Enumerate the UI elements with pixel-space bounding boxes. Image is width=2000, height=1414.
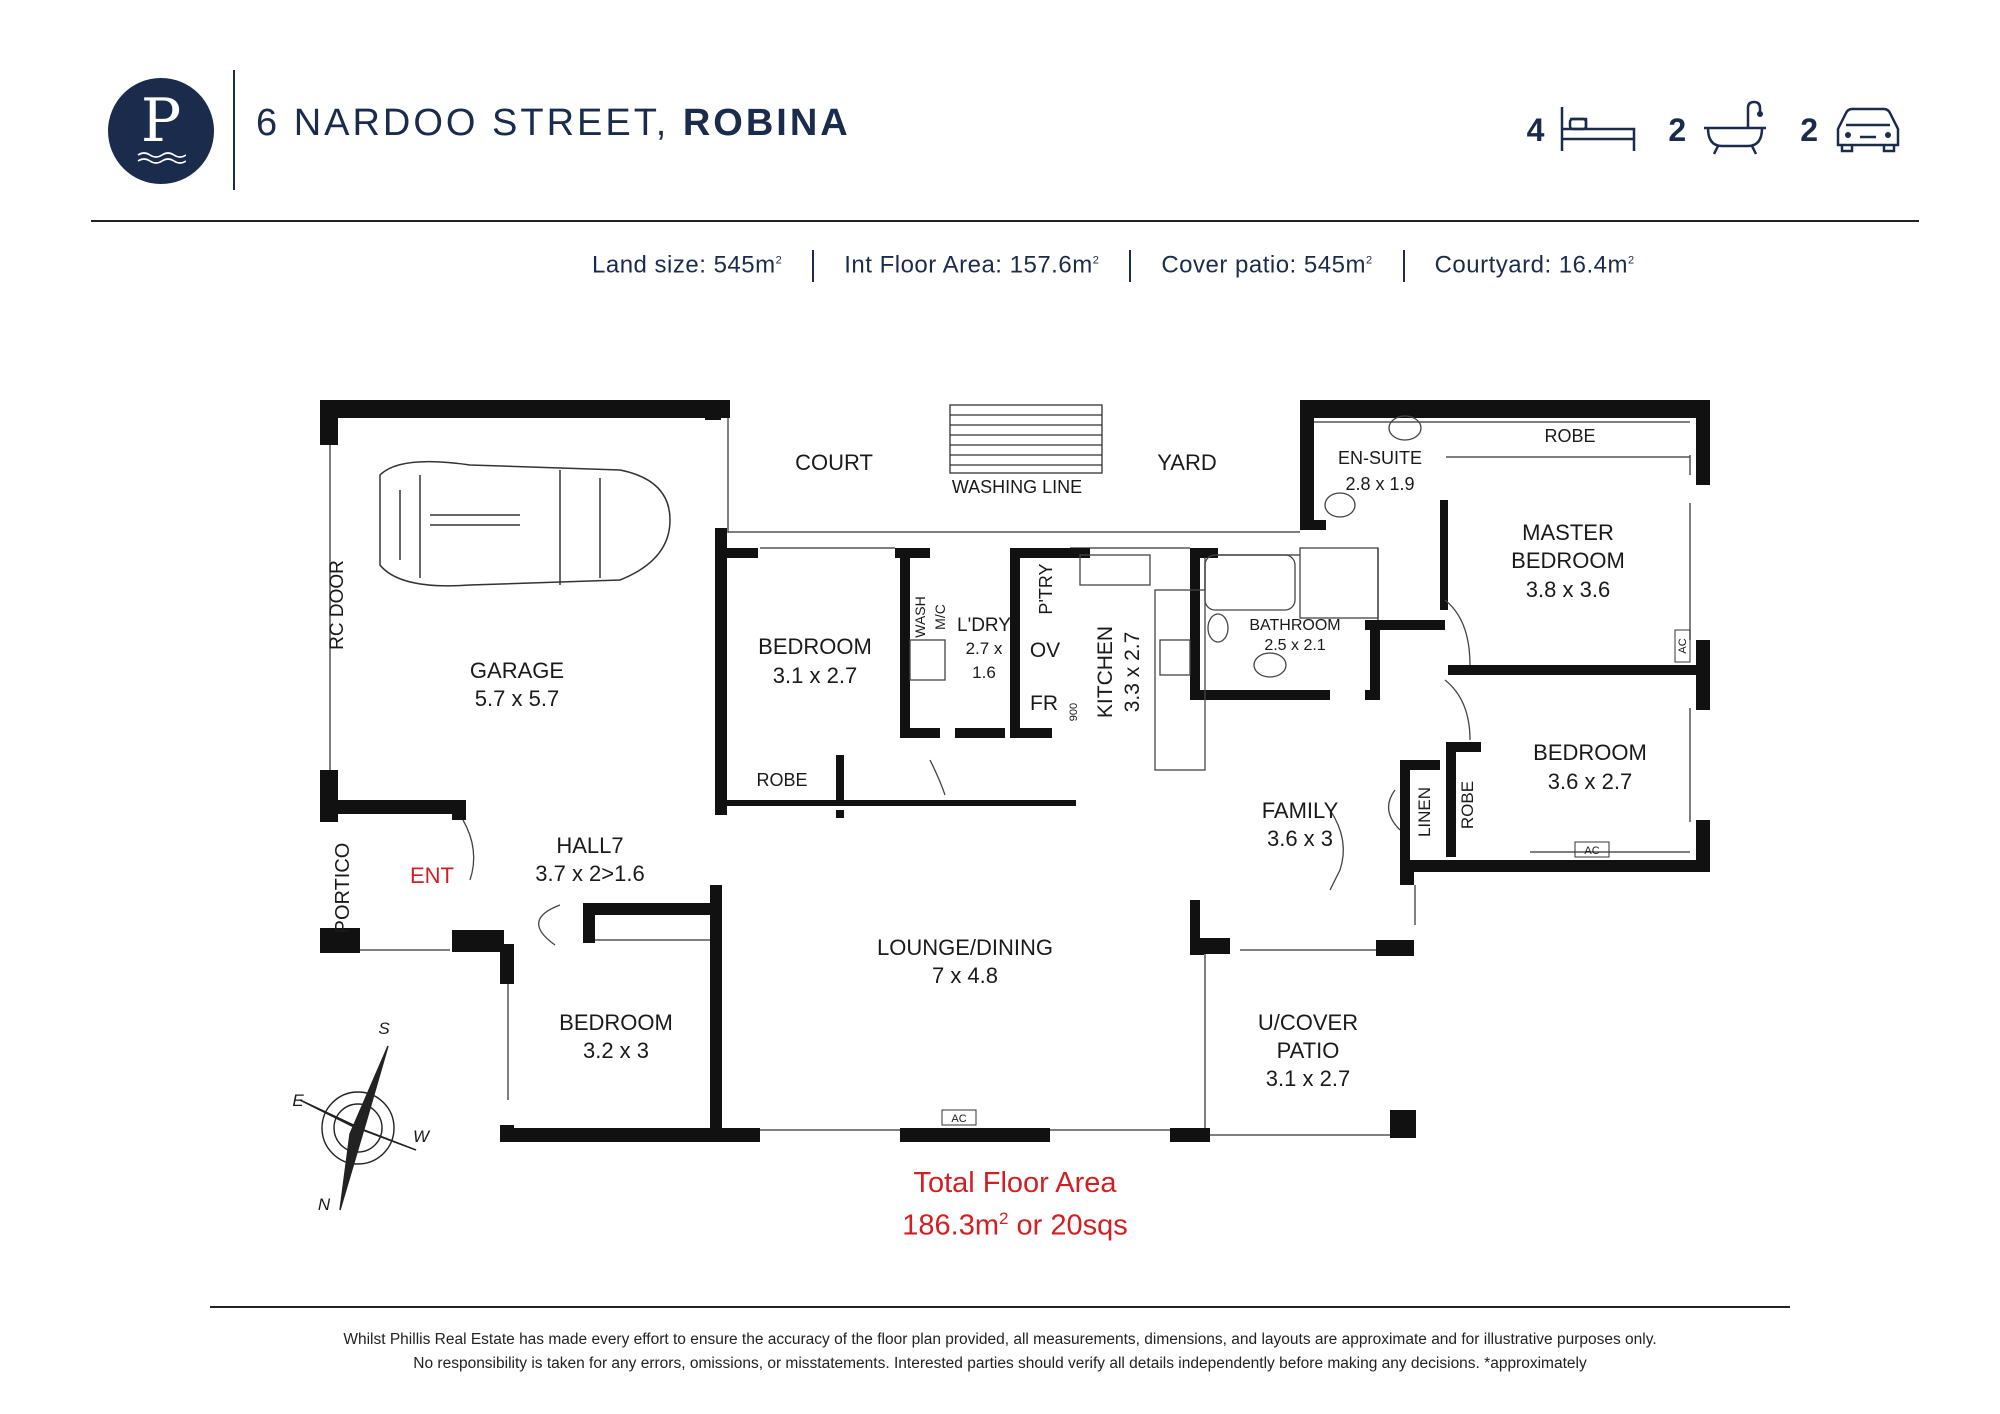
fridge-width-label: 900 — [1068, 703, 1080, 721]
compass-s: S — [378, 1019, 390, 1038]
cooktop-icon — [1159, 639, 1191, 676]
ensuite-size: 2.8 x 1.9 — [1345, 474, 1414, 494]
logo-letter: P — [140, 86, 182, 156]
toilet-icon — [1324, 492, 1356, 518]
courtyard-area: Courtyard: 16.4m — [1434, 251, 1628, 279]
family-name: FAMILY — [1262, 798, 1339, 823]
property-address: 6 NARDOO STREET, ROBINA — [256, 102, 851, 145]
sink-icon — [1079, 554, 1151, 586]
bedroom-a-name: BEDROOM — [758, 634, 872, 659]
total-value: 186.3m2 or 20sqs — [902, 1209, 1128, 1242]
yard-label: YARD — [1157, 450, 1217, 475]
bed-icon — [1558, 103, 1638, 158]
oven-label: OV — [1030, 639, 1060, 662]
laundry-name: L'DRY — [957, 615, 1011, 636]
bedroom-c-name: BEDROOM — [559, 1010, 673, 1035]
ac-label-lounge: AC — [951, 1113, 966, 1125]
header-divider — [233, 70, 235, 190]
lounge-name: LOUNGE/DINING — [877, 935, 1053, 960]
compass-w: W — [413, 1127, 431, 1146]
bathtub-icon — [1204, 554, 1296, 611]
agency-logo: P — [108, 78, 214, 184]
court-label: COURT — [795, 450, 873, 475]
family-size: 3.6 x 3 — [1267, 826, 1333, 851]
bedroom-b-robe-label: ROBE — [1458, 781, 1477, 829]
wash-mc-label-1: WASH — [912, 596, 928, 637]
washing-line-icon — [949, 404, 1103, 474]
total-floor-area: Total Floor Area 186.3m2 or 20sqs — [830, 1165, 1200, 1244]
address-street: 6 NARDOO STREET, — [256, 102, 670, 144]
cover-patio-area: Cover patio: 545m — [1161, 251, 1366, 279]
waves-icon — [137, 152, 186, 164]
bedroom-a-robe-label: ROBE — [756, 770, 807, 790]
laundry-size-2: 1.6 — [972, 663, 996, 682]
car-outline — [379, 460, 671, 587]
bath-icon — [1700, 98, 1770, 163]
bathroom-size: 2.5 x 2.1 — [1264, 637, 1325, 654]
address-suburb: ROBINA — [682, 102, 851, 144]
wash-mc-label-2: M/C — [932, 604, 948, 630]
ac-label-bedroom: AC — [1584, 845, 1599, 857]
entry-label: ENT — [410, 863, 454, 888]
shower-icon — [1299, 547, 1379, 619]
kitchen-size: 3.3 x 2.7 — [1121, 632, 1144, 713]
pantry-label: P'TRY — [1036, 563, 1056, 614]
kitchen-name: KITCHEN — [1094, 626, 1117, 718]
property-stats: 4 2 2 — [1527, 100, 1920, 160]
portico-label: PORTICO — [332, 843, 354, 934]
compass-e: E — [292, 1091, 304, 1110]
rc-door-label: RC DOOR — [327, 560, 348, 650]
bedroom-b-size: 3.6 x 2.7 — [1548, 769, 1632, 794]
ac-label-master: AC — [1677, 638, 1689, 653]
bathroom-name: BATHROOM — [1249, 617, 1340, 634]
total-label: Total Floor Area — [913, 1167, 1117, 1199]
land-size: Land size: 545m — [592, 251, 776, 279]
washing-line-label: WASHING LINE — [952, 477, 1082, 497]
master-size: 3.8 x 3.6 — [1526, 577, 1610, 602]
basin-icon — [1253, 652, 1287, 678]
toilet-icon — [1207, 613, 1229, 643]
master-line1: MASTER — [1522, 520, 1614, 545]
patio-line1: U/COVER — [1258, 1010, 1358, 1035]
master-line2: BEDROOM — [1511, 548, 1625, 573]
hall-name: HALL7 — [556, 833, 623, 858]
basin-icon — [1388, 415, 1422, 441]
ensuite-name: EN-SUITE — [1338, 448, 1422, 468]
car-icon — [1832, 101, 1904, 160]
lounge-size: 7 x 4.8 — [932, 963, 998, 988]
bedroom-b-name: BEDROOM — [1533, 740, 1647, 765]
disclaimer-line-1: Whilst Phillis Real Estate has made ever… — [343, 1331, 1657, 1348]
laundry-tub-icon — [909, 639, 946, 681]
garage-name: GARAGE — [470, 658, 564, 683]
compass-n: N — [318, 1195, 331, 1214]
garage-size: 5.7 x 5.7 — [475, 686, 559, 711]
baths-count: 2 — [1668, 111, 1687, 148]
laundry-size-1: 2.7 x — [966, 639, 1003, 658]
patio-size: 3.1 x 2.7 — [1266, 1066, 1350, 1091]
bedroom-a-size: 3.1 x 2.7 — [773, 663, 857, 688]
fridge-label: FR — [1030, 692, 1058, 715]
master-robe-label: ROBE — [1544, 426, 1595, 446]
compass-rose-icon — [299, 1045, 417, 1211]
beds-count: 4 — [1526, 111, 1545, 148]
header-rule — [91, 220, 1919, 222]
cars-count: 2 — [1800, 111, 1818, 148]
int-floor-area: Int Floor Area: 157.6m — [844, 251, 1093, 279]
hall-size: 3.7 x 2>1.6 — [535, 861, 644, 886]
patio-line2: PATIO — [1277, 1038, 1340, 1063]
footer-rule — [210, 1306, 1790, 1308]
disclaimer: Whilst Phillis Real Estate has made ever… — [210, 1328, 1790, 1376]
bedroom-c-size: 3.2 x 3 — [583, 1038, 649, 1063]
linen-label: LINEN — [1415, 787, 1434, 837]
disclaimer-line-2: No responsibility is taken for any error… — [413, 1355, 1587, 1372]
